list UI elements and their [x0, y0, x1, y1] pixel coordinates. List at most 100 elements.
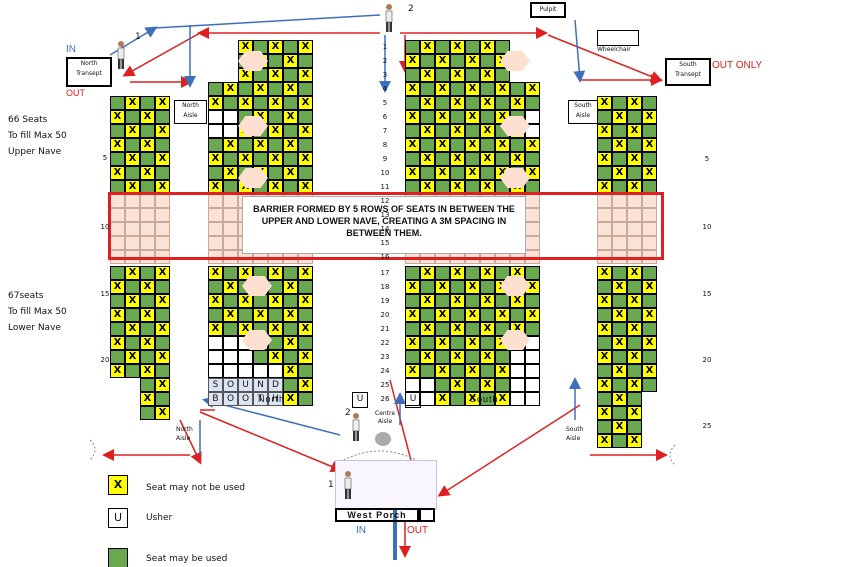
seat — [405, 96, 420, 110]
seat — [110, 96, 125, 110]
seat — [420, 364, 435, 378]
right-marker-5: 5 — [704, 155, 710, 163]
seat: X — [268, 68, 283, 82]
seat — [283, 266, 298, 280]
seat — [155, 280, 170, 294]
usher-number-1-top: 1 — [135, 32, 141, 42]
seat — [140, 378, 155, 392]
seat: X — [110, 138, 125, 152]
in-top-label: IN — [66, 44, 76, 55]
row-number: 23 — [380, 353, 390, 361]
seat — [612, 406, 627, 420]
seat: X — [597, 266, 612, 280]
seat — [465, 124, 480, 138]
seat — [155, 336, 170, 350]
pillar-icon — [500, 276, 530, 296]
seat — [627, 208, 642, 222]
row-number: 5 — [382, 99, 388, 107]
seat — [435, 378, 450, 392]
seat — [612, 96, 627, 110]
seat — [465, 350, 480, 364]
pillar-icon — [242, 330, 272, 350]
seat — [223, 222, 238, 236]
south-aisle-top-line1: South — [574, 102, 592, 109]
seat — [298, 138, 313, 152]
seat: X — [283, 82, 298, 96]
seat — [140, 294, 155, 308]
seat: X — [480, 124, 495, 138]
seat — [465, 96, 480, 110]
right-marker-15: 15 — [702, 290, 712, 298]
seat — [597, 308, 612, 322]
seat: X — [125, 322, 140, 336]
seat — [510, 364, 525, 378]
seat — [155, 364, 170, 378]
seat — [627, 392, 642, 406]
seat: X — [435, 392, 450, 406]
seat — [283, 294, 298, 308]
seat — [268, 166, 283, 180]
seat — [450, 110, 465, 124]
seat: X — [642, 336, 657, 350]
row-number: 24 — [380, 367, 390, 375]
seat: X — [435, 280, 450, 294]
west-porch-label: West Porch — [335, 508, 419, 522]
seat — [627, 308, 642, 322]
left-marker-10: 10 — [100, 223, 110, 231]
seat: X — [642, 166, 657, 180]
seat — [642, 222, 657, 236]
seat — [405, 124, 420, 138]
seat: X — [110, 110, 125, 124]
seat: X — [612, 364, 627, 378]
seat — [223, 110, 238, 124]
seat: X — [435, 54, 450, 68]
seat: X — [642, 364, 657, 378]
seat — [480, 110, 495, 124]
seat — [223, 124, 238, 138]
row-number: 4 — [382, 85, 388, 93]
seat: X — [612, 138, 627, 152]
seat — [268, 82, 283, 96]
right-marker-25: 25 — [702, 422, 712, 430]
seat — [298, 82, 313, 96]
seat: X — [283, 166, 298, 180]
seat — [268, 54, 283, 68]
seat: X — [450, 152, 465, 166]
seat — [420, 110, 435, 124]
seat: X — [450, 350, 465, 364]
upper-nave-line3: Upper Nave — [8, 147, 62, 157]
seat — [450, 336, 465, 350]
seat — [208, 208, 223, 222]
seat: X — [140, 308, 155, 322]
seat — [525, 322, 540, 336]
seat — [612, 222, 627, 236]
seat: X — [435, 166, 450, 180]
seat — [480, 138, 495, 152]
seat — [510, 350, 525, 364]
seat — [642, 266, 657, 280]
seat: X — [435, 364, 450, 378]
seat: X — [298, 68, 313, 82]
seat — [420, 54, 435, 68]
seat: X — [420, 266, 435, 280]
pulpit-box: Pulpit — [530, 2, 566, 18]
row-number: 21 — [380, 325, 390, 333]
seat — [208, 166, 223, 180]
pillar-icon — [500, 51, 530, 71]
seat: X — [627, 266, 642, 280]
seat — [283, 124, 298, 138]
seat: X — [597, 294, 612, 308]
right-marker-20: 20 — [702, 356, 712, 364]
sound-booth-letter: B — [208, 392, 223, 406]
seat: X — [298, 152, 313, 166]
seat — [238, 138, 253, 152]
row-number: 10 — [380, 169, 390, 177]
seat — [495, 350, 510, 364]
seat: X — [155, 322, 170, 336]
seat — [140, 96, 155, 110]
seat: X — [298, 180, 313, 194]
seat: X — [208, 266, 223, 280]
seat: X — [642, 138, 657, 152]
row-number: 17 — [380, 269, 390, 277]
seat: X — [420, 294, 435, 308]
